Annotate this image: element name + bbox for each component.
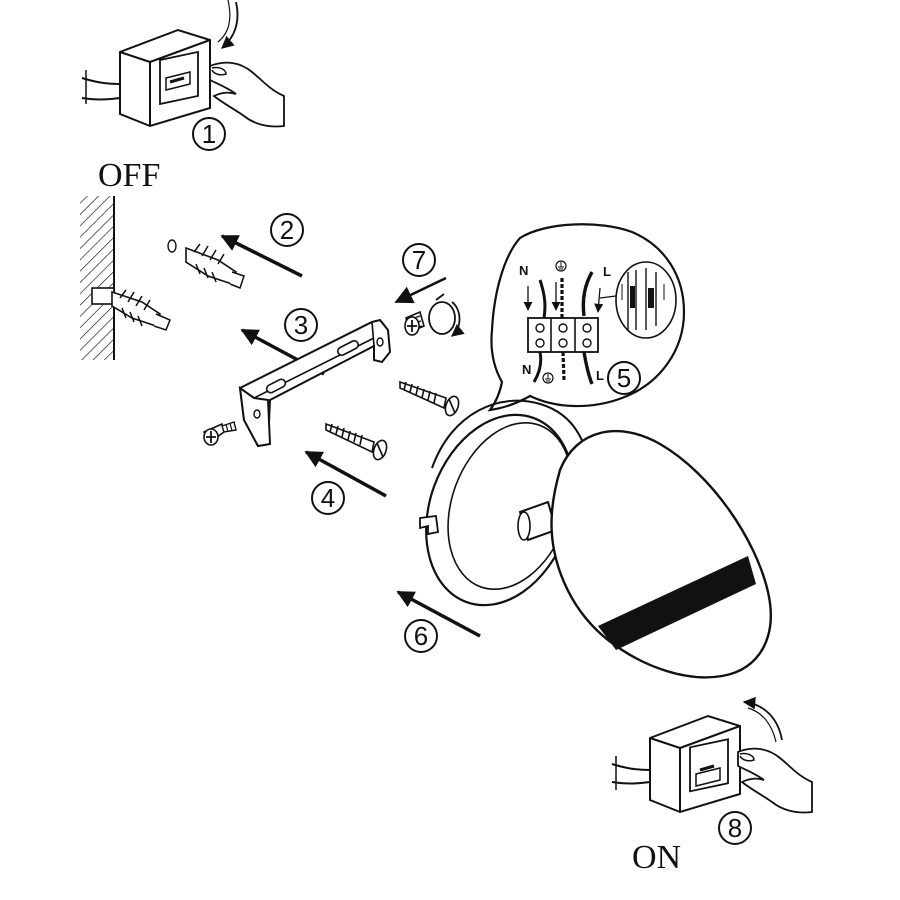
wall-plug-loose (167, 239, 245, 289)
step-6-badge: 6 (404, 619, 438, 653)
switch-off-illustration (81, 0, 285, 128)
wall-plug-inserted (111, 289, 171, 331)
svg-text:L: L (603, 264, 611, 279)
step-7-arrow (394, 276, 447, 304)
svg-text:6: 6 (414, 621, 428, 651)
fixing-screw (404, 310, 425, 336)
step-3-badge: 3 (284, 308, 318, 342)
earth-ground-icon (555, 260, 567, 272)
svg-text:5: 5 (617, 363, 631, 393)
on-label: ON (632, 839, 681, 876)
svg-text:4: 4 (321, 483, 335, 513)
wood-screw-upper (399, 380, 460, 417)
svg-text:7: 7 (412, 245, 426, 275)
svg-text:N: N (522, 362, 531, 377)
mounting-bracket (238, 318, 392, 448)
svg-text:3: 3 (294, 310, 308, 340)
svg-text:L: L (596, 368, 604, 383)
step-4-badge: 4 (311, 481, 345, 515)
off-label: OFF (98, 157, 160, 194)
step-2-arrow (220, 234, 303, 278)
svg-text:8: 8 (728, 813, 742, 843)
wood-screw-lower (325, 422, 388, 461)
switch-on-illustration (611, 696, 813, 814)
step-8-badge: 8 (718, 811, 752, 845)
step-1-badge: 1 (192, 117, 226, 151)
wiring-terminal-block: N L N L (519, 260, 677, 385)
wall-section (80, 196, 115, 360)
step-6-arrow (396, 590, 481, 638)
step-2-badge: 2 (270, 213, 304, 247)
step-5-badge: 5 (607, 361, 641, 395)
wall-lamp-fixture (419, 399, 772, 679)
bracket-screw (202, 421, 237, 446)
rotate-clockwise-icon (428, 293, 465, 337)
svg-text:1: 1 (202, 119, 216, 149)
step-4-arrow (304, 450, 387, 498)
svg-text:2: 2 (280, 215, 294, 245)
svg-text:N: N (519, 263, 528, 278)
step-7-badge: 7 (402, 243, 436, 277)
